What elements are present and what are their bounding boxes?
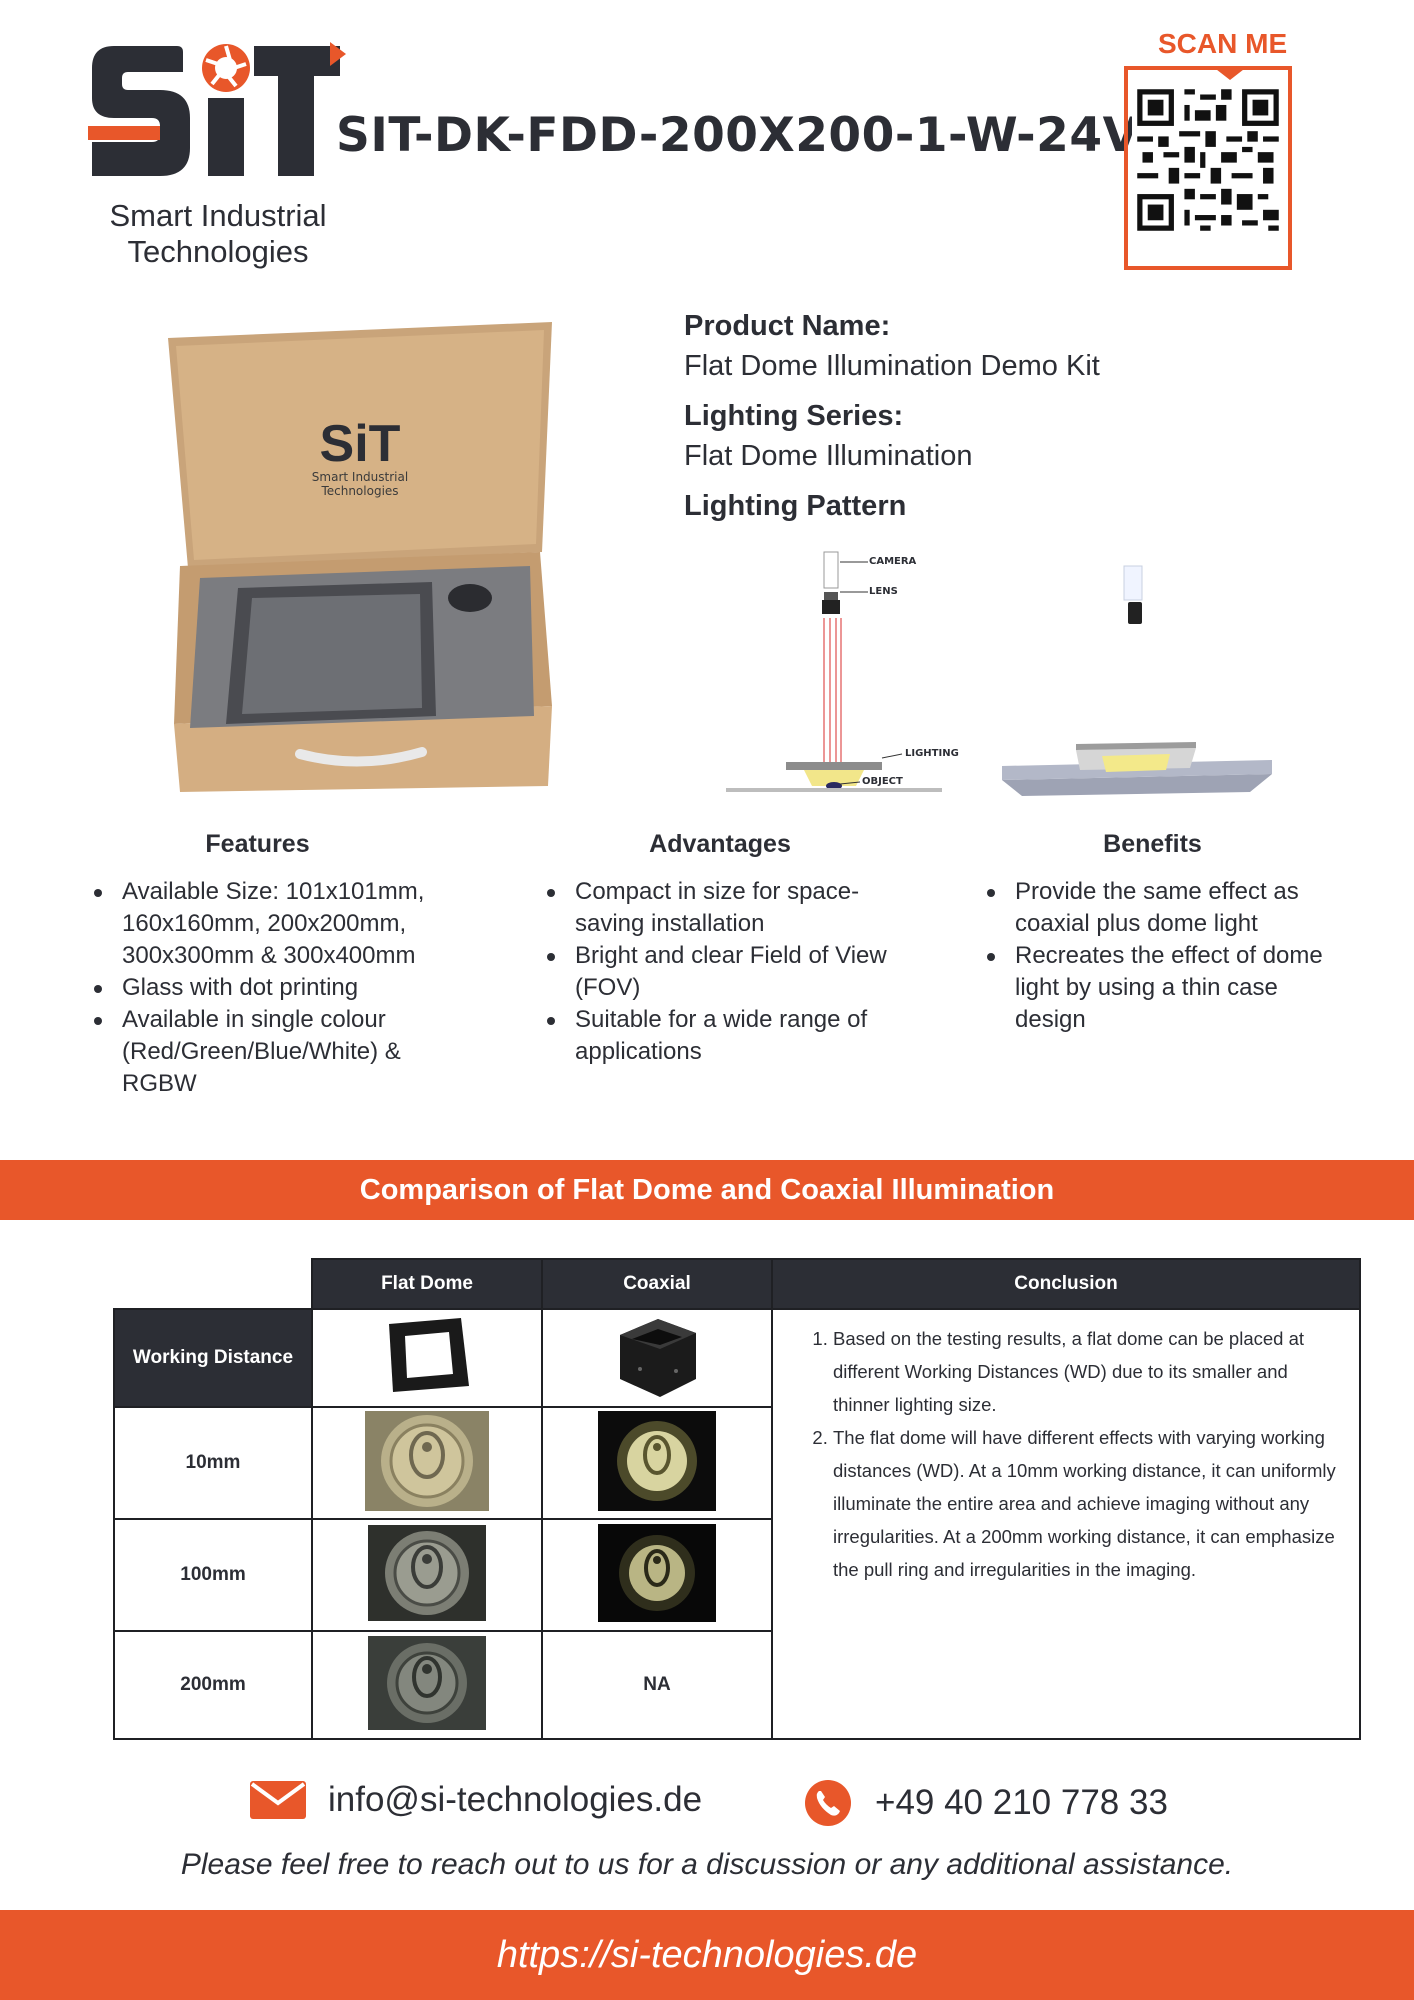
advantages-item: Suitable for a wide range of application… — [543, 1004, 908, 1068]
coaxial-light-icon — [620, 1318, 696, 1397]
product-name-label: Product Name: — [684, 310, 891, 342]
flat-dome-product-image — [311, 1308, 543, 1408]
advantages-item: Bright and clear Field of View (FOV) — [543, 940, 908, 1004]
footer-url[interactable]: https://si-technologies.de — [0, 1910, 1414, 2000]
benefits-item: Recreates the effect of dome light by us… — [983, 940, 1333, 1036]
comparison-table: Flat Dome Coaxial Conclusion Working Dis… — [113, 1258, 1361, 1740]
can-lid-image — [598, 1523, 716, 1622]
lighting-pattern-label: Lighting Pattern — [684, 490, 907, 522]
conclusion-list: Based on the testing results, a flat dom… — [813, 1322, 1339, 1586]
benefits-title: Benefits — [1103, 830, 1202, 858]
envelope-icon — [250, 1781, 306, 1819]
box-tagline-line-2: Technologies — [321, 484, 399, 498]
column-header-flat-dome: Flat Dome — [311, 1258, 543, 1310]
features-item: Glass with dot printing — [90, 972, 440, 1004]
advantages-list: Compact in size for space-saving install… — [543, 876, 908, 1068]
benefits-list: Provide the same effect as coaxial plus … — [983, 876, 1333, 1036]
lighting-series-value: Flat Dome Illumination — [684, 440, 973, 472]
lighting-pattern-diagram — [726, 551, 942, 792]
diagram-label-camera: CAMERA — [869, 556, 917, 567]
diagram-label-object: OBJECT — [862, 776, 903, 787]
can-lid-image — [368, 1524, 486, 1621]
company-logo: Smart Industrial Technologies — [88, 38, 348, 278]
benefits-item: Provide the same effect as coaxial plus … — [983, 876, 1333, 940]
coaxial-200mm-na: NA — [541, 1630, 773, 1740]
advantages-title: Advantages — [649, 830, 791, 858]
features-item: Available in single colour (Red/Green/Bl… — [90, 1004, 440, 1100]
comparison-banner: Comparison of Flat Dome and Coaxial Illu… — [0, 1160, 1414, 1220]
box-tagline-line-1: Smart Industrial — [311, 470, 409, 484]
contact-phone[interactable]: +49 40 210 778 33 — [805, 1780, 1168, 1826]
conclusion-item: The flat dome will have different effect… — [833, 1421, 1339, 1586]
sit-logo-icon — [88, 42, 346, 176]
diagram-label-lens: LENS — [869, 586, 898, 597]
diagram-label-lighting: LIGHTING — [905, 748, 959, 759]
features-title: Features — [205, 830, 310, 858]
product-name-value: Flat Dome Illumination Demo Kit — [684, 350, 1100, 382]
scan-me-label: SCAN ME — [1158, 28, 1288, 59]
contact-note: Please feel free to reach out to us for … — [180, 1848, 1234, 1881]
table-corner — [114, 1259, 312, 1309]
can-lid-image — [368, 1635, 486, 1730]
row-header-10mm: 10mm — [113, 1406, 313, 1520]
row-header-200mm: 200mm — [113, 1630, 313, 1740]
phone-text[interactable]: +49 40 210 778 33 — [875, 1783, 1168, 1822]
can-lid-image — [365, 1410, 489, 1511]
can-lid-image — [598, 1410, 716, 1511]
features-item: Available Size: 101x101mm, 160x160mm, 20… — [90, 876, 440, 972]
features-list: Available Size: 101x101mm, 160x160mm, 20… — [90, 876, 440, 1100]
qr-code-frame[interactable] — [1124, 66, 1292, 270]
coaxial-10mm-image — [541, 1406, 773, 1520]
conclusion-cell: Based on the testing results, a flat dom… — [771, 1308, 1361, 1740]
flat-dome-200mm-image — [311, 1630, 543, 1740]
flat-dome-10mm-image — [311, 1406, 543, 1520]
lighting-series-label: Lighting Series: — [684, 400, 904, 432]
logo-tagline: Smart Industrial Technologies — [88, 198, 348, 270]
conclusion-item: Based on the testing results, a flat dom… — [833, 1322, 1339, 1421]
box-logo-mark: SiT — [319, 415, 401, 473]
coaxial-product-image — [541, 1308, 773, 1408]
column-header-conclusion: Conclusion — [771, 1258, 1361, 1310]
flat-dome-render — [1002, 565, 1272, 796]
row-header-100mm: 100mm — [113, 1518, 313, 1632]
column-header-coaxial: Coaxial — [541, 1258, 773, 1310]
phone-icon — [805, 1780, 851, 1826]
advantages-item: Compact in size for space-saving install… — [543, 876, 908, 940]
tagline-line-1: Smart Industrial — [109, 198, 327, 233]
product-code: SIT-DK-FDD-200X200-1-W-24V — [336, 108, 1140, 163]
qr-code-icon — [1132, 84, 1284, 236]
box-logo: SiT Smart Industrial Technologies — [295, 418, 425, 498]
flat-dome-100mm-image — [311, 1518, 543, 1632]
contact-email[interactable]: info@si-technologies.de — [250, 1780, 702, 1820]
tagline-line-2: Technologies — [127, 234, 309, 269]
coaxial-100mm-image — [541, 1518, 773, 1632]
flat-dome-frame-icon — [389, 1317, 469, 1392]
demo-kit-box-image — [168, 322, 552, 792]
row-header-working-distance: Working Distance — [113, 1308, 313, 1408]
email-text[interactable]: info@si-technologies.de — [328, 1780, 703, 1819]
